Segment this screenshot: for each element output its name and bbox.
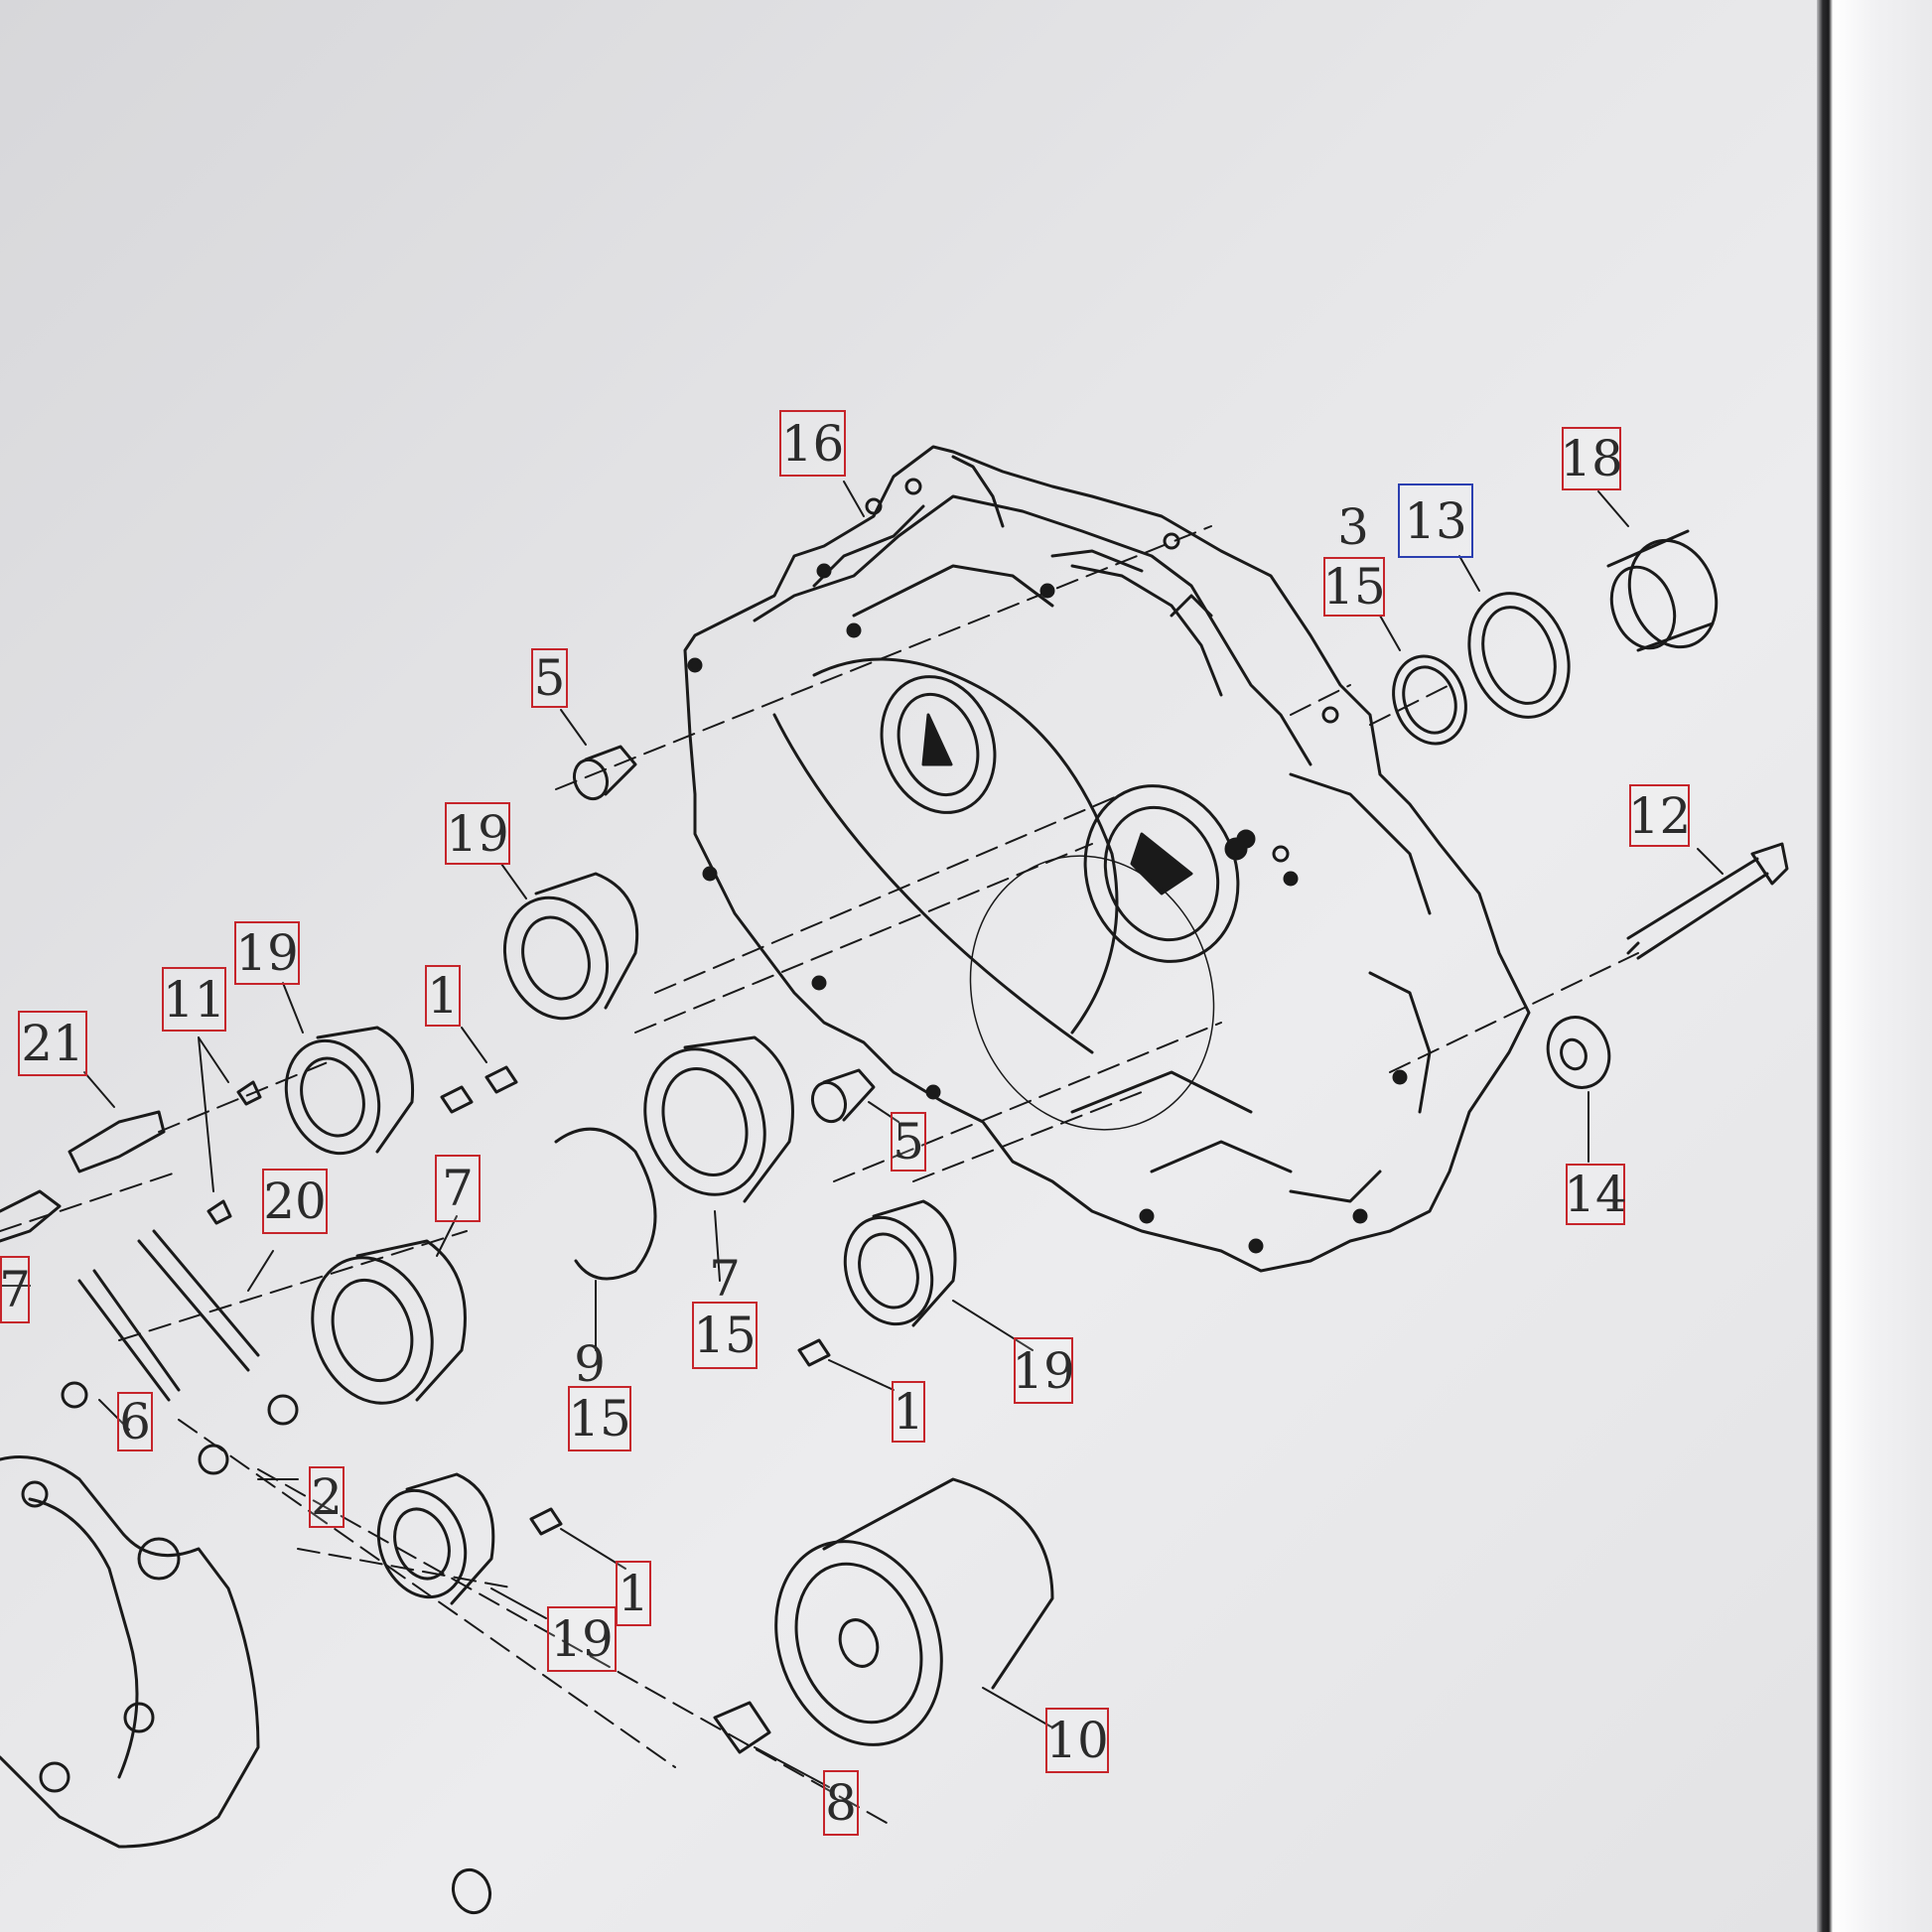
circlip-9 <box>554 1127 657 1281</box>
callout-12[interactable]: 12 <box>1628 784 1691 847</box>
callout-15-top[interactable]: 15 <box>1322 557 1386 617</box>
callout-15-mid[interactable]: 15 <box>692 1302 758 1369</box>
oil-filter-10 <box>774 1477 1054 1746</box>
bearing-7-b <box>311 1239 467 1405</box>
part-13-seal <box>1467 592 1571 719</box>
callout-19-mid[interactable]: 19 <box>1012 1337 1075 1404</box>
callout-15-bottom[interactable]: 15 <box>568 1386 631 1451</box>
bearing-19-a <box>502 872 639 1021</box>
callout-5-top[interactable]: 5 <box>531 648 568 708</box>
callout-7-left[interactable]: 7 <box>0 1256 31 1323</box>
callout-7-mid[interactable]: 7 <box>709 1250 741 1308</box>
callout-10[interactable]: 10 <box>1045 1708 1109 1773</box>
part-5-dowel-bottom <box>810 1068 876 1124</box>
callout-13[interactable]: 13 <box>1398 483 1473 558</box>
callout-2[interactable]: 2 <box>309 1466 345 1528</box>
callout-20[interactable]: 20 <box>262 1169 328 1234</box>
callout-19-top[interactable]: 19 <box>445 802 510 865</box>
bearing-19-b <box>284 1026 415 1156</box>
callout-14[interactable]: 14 <box>1564 1164 1627 1225</box>
callout-8[interactable]: 8 <box>823 1770 859 1836</box>
part-18-sleeve <box>1606 529 1719 652</box>
callout-1-bottom[interactable]: 1 <box>616 1561 651 1626</box>
callout-5-mid[interactable]: 5 <box>891 1112 926 1172</box>
crankcase-housing <box>683 445 1531 1273</box>
callout-19-bottom[interactable]: 19 <box>547 1606 617 1672</box>
monitor-bezel <box>1817 0 1932 1932</box>
callout-16[interactable]: 16 <box>779 410 846 477</box>
callout-18[interactable]: 18 <box>1560 427 1623 490</box>
callout-9[interactable]: 9 <box>574 1335 606 1393</box>
bearing-19-c <box>843 1199 957 1327</box>
bearing-19-d <box>376 1472 495 1605</box>
part-5-dowel-top <box>572 745 637 801</box>
callout-11[interactable]: 11 <box>162 967 226 1032</box>
part-12-bolt <box>1626 842 1789 960</box>
bearing-7-a <box>643 1035 794 1203</box>
callout-7-top[interactable]: 7 <box>435 1155 481 1222</box>
callout-6[interactable]: 6 <box>117 1392 153 1451</box>
callout-3[interactable]: 3 <box>1337 498 1369 556</box>
callout-1-mid[interactable]: 1 <box>892 1381 925 1443</box>
callout-1-top[interactable]: 1 <box>425 965 461 1027</box>
callout-21[interactable]: 21 <box>18 1011 87 1076</box>
callout-19-left[interactable]: 19 <box>234 921 300 985</box>
